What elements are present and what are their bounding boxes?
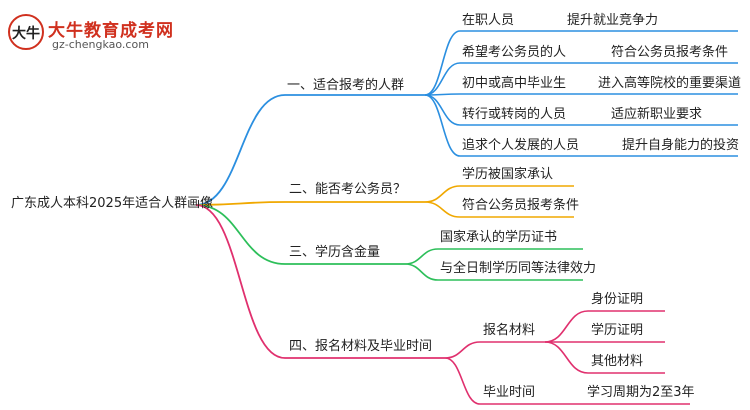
leaf-4-1-1: 身份证明 <box>591 292 644 307</box>
branch-1-link-5 <box>424 94 461 157</box>
leaf-1-5-left: 追求个人发展的人员 <box>462 138 580 153</box>
sub-4-2-label: 毕业时间 <box>483 385 536 400</box>
leaf-1-1-right: 提升就业竞争力 <box>567 13 659 28</box>
leaf-1-4-right: 适应新职业要求 <box>611 107 703 122</box>
branch-4-link-1 <box>444 341 481 359</box>
leaf-1-2-right: 符合公务员报考条件 <box>611 45 729 60</box>
leaf-3-1: 国家承认的学历证书 <box>440 230 558 245</box>
root-to-branch-1 <box>195 94 286 206</box>
leaf-4-1-2: 学历证明 <box>591 323 644 338</box>
branch-3-link-1 <box>404 248 439 265</box>
logo-mark: 大牛 <box>12 25 40 42</box>
root-node: 广东成人本科2025年适合人群画像 <box>11 196 214 211</box>
leaf-1-3-right: 进入高等院校的重要渠道 <box>598 76 742 91</box>
branch-3-label: 三、学历含金量 <box>289 245 381 260</box>
sub-4-1-link-1 <box>544 310 589 343</box>
leaf-1-1-left: 在职人员 <box>462 13 515 28</box>
leaf-3-2: 与全日制学历同等法律效力 <box>440 261 597 276</box>
leaf-4-2-1: 学习周期为2至3年 <box>587 385 695 400</box>
leaf-1-4-left: 转行或转岗的人员 <box>462 107 567 122</box>
branch-3-link-2 <box>404 263 439 281</box>
branch-2-label: 二、能否考公务员？ <box>289 182 407 197</box>
root-to-branch-4 <box>195 204 286 359</box>
branch-1-label: 一、适合报考的人群 <box>287 78 405 93</box>
sub-4-1-label: 报名材料 <box>483 323 536 338</box>
root-to-branch-2 <box>195 201 286 206</box>
branch-1-link-2 <box>424 62 461 96</box>
sub-4-1-link-3 <box>544 341 589 374</box>
leaf-2-1: 学历被国家承认 <box>462 167 554 182</box>
leaf-1-2-left: 希望考公务员的人 <box>462 45 567 60</box>
branch-4-link-2 <box>444 357 481 405</box>
branch-1-link-4 <box>424 94 461 126</box>
leaf-1-5-right: 提升自身能力的投资 <box>622 138 740 153</box>
branch-4-label: 四、报名材料及毕业时间 <box>289 339 433 354</box>
leaf-2-2: 符合公务员报考条件 <box>462 198 580 213</box>
branch-2-link-2 <box>424 201 461 218</box>
logo-name: 大牛教育成考网 <box>48 21 174 41</box>
branch-1-link-1 <box>424 30 461 96</box>
root-to-branch-3 <box>195 204 286 265</box>
logo-url: gz-chengkao.com <box>52 38 149 51</box>
logo-icon: 大牛 <box>8 14 44 50</box>
branch-2-link-1 <box>424 185 461 203</box>
leaf-4-1-3: 其他材料 <box>591 354 644 369</box>
leaf-1-3-left: 初中或高中毕业生 <box>462 76 567 91</box>
